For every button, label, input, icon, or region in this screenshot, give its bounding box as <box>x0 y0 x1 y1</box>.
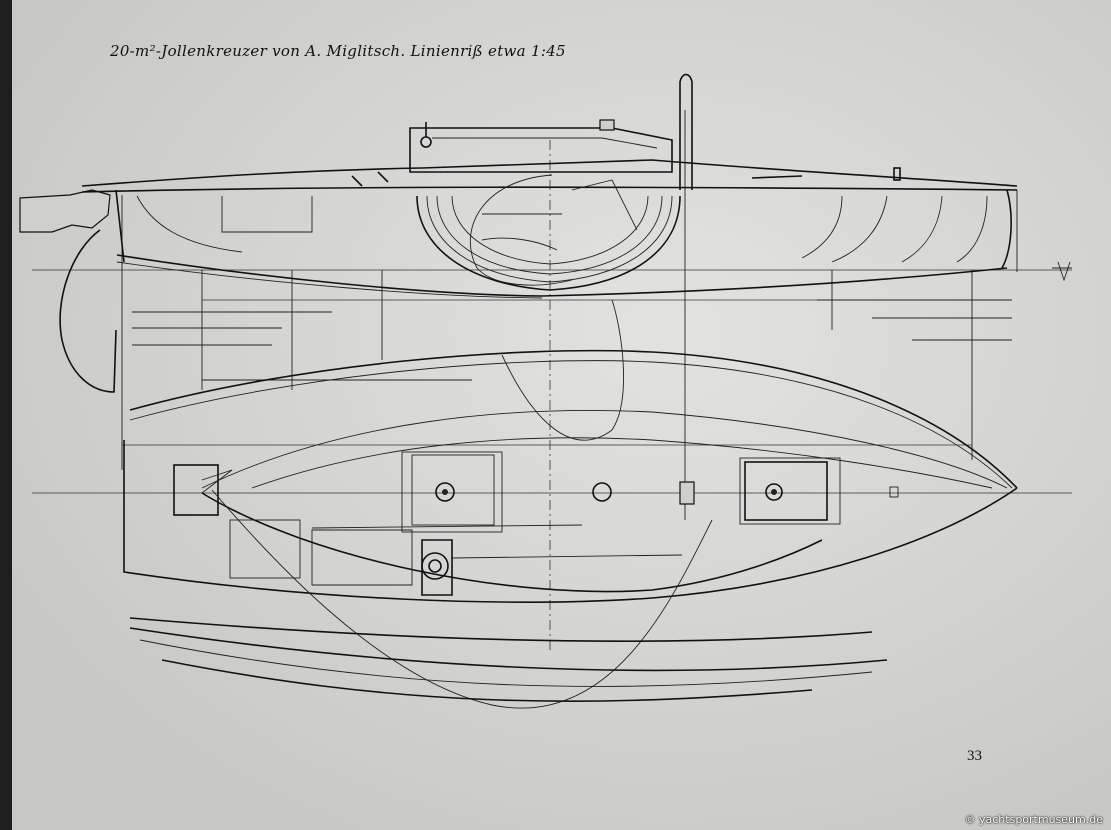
half-breadth-plan <box>123 299 1018 709</box>
lines-plan-drawing <box>19 73 1072 709</box>
page-number: 33 <box>967 748 982 764</box>
copyright-watermark: © yachtsportmuseum.de <box>964 813 1103 826</box>
book-page: 20-m²-Jollenkreuzer von A. Miglitsch. Li… <box>12 0 1111 830</box>
hull-profile <box>19 73 1072 393</box>
reference-lines <box>32 110 1072 650</box>
drawing-caption: 20-m²-Jollenkreuzer von A. Miglitsch. Li… <box>110 42 566 60</box>
